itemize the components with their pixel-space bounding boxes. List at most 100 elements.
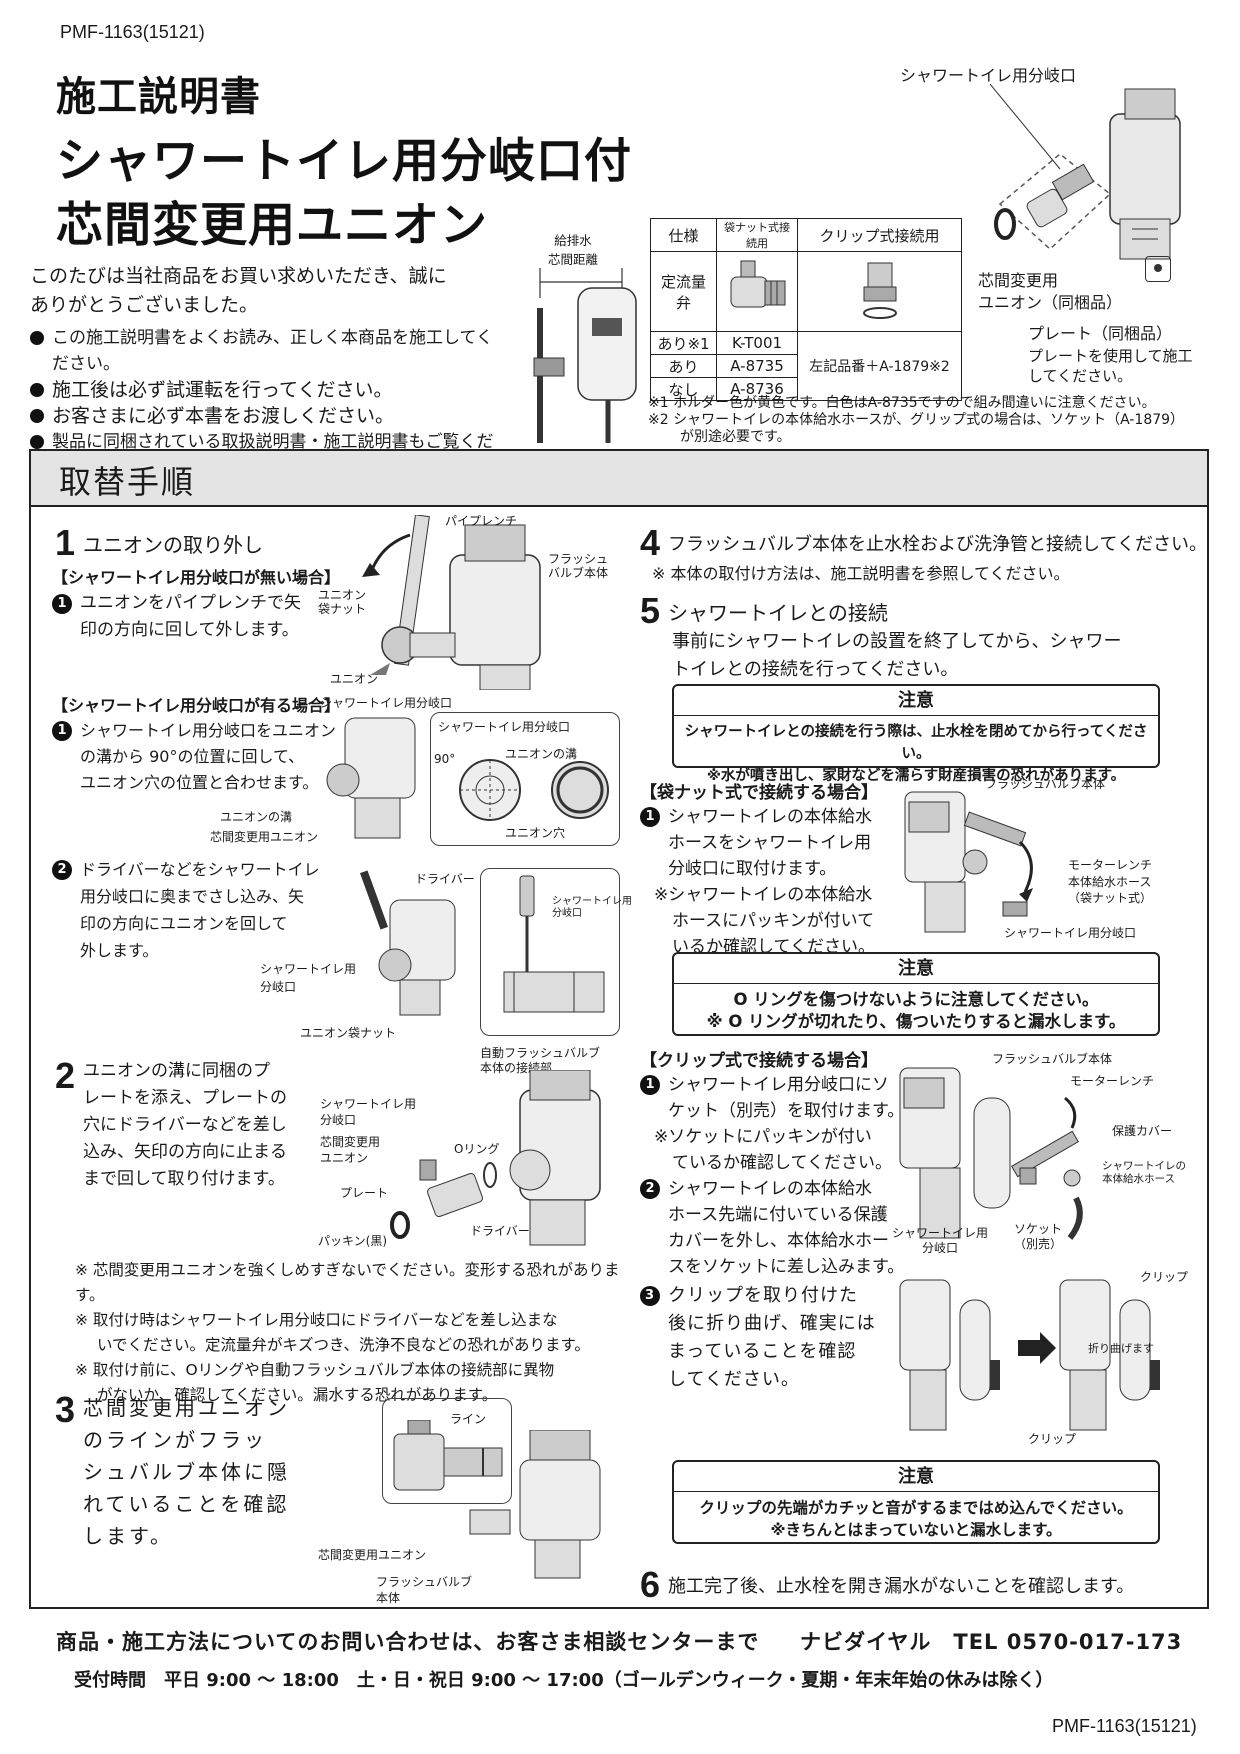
procedure-header: 取替手順 [31,451,1207,507]
nut-part-image [716,251,798,332]
label-driver: ドライバー [415,872,475,886]
circled-2-icon: 2 [640,1179,660,1199]
label-union-hole: ユニオン穴 [505,826,566,840]
intro-text: このたびは当社商品をお買い求めいただき、誠に ありがとうございました。 [30,265,447,316]
step3-block: 3 芯間変更用ユニオン のラインがフラッ シュバルブ本体に隠 れていることを確認… [55,1392,290,1552]
step4-heading: 4 フラッシュバルブ本体を止水栓および洗浄管と接続してください。 [640,522,1207,564]
label-union-step2: 芯間変更用 ユニオン [320,1135,381,1165]
step2-notes: ※ 芯間変更用ユニオンを強くしめすぎないでください。変形する恐れがあります。 ※… [75,1261,620,1404]
step5-number: 5 [640,590,661,631]
step5-intro: 事前にシャワートイレの設置を終了してから、シャワー トイレとの接続を行ってくださ… [672,631,1122,680]
circled-3-icon: 3 [640,1286,660,1306]
label-oring: Oリング [454,1142,500,1156]
case-yes-step-1: 1 シャワートイレ用分岐口をユニオンの溝から 90°の位置に回して、ユニオン穴の… [52,718,336,796]
case-yes-step-2: 2 ドライバーなどをシャワートイレ用分岐口に奥までさし込み、矢印の方向にユニオン… [52,856,320,964]
label-line: ライン [450,1412,487,1426]
step2-text: ユニオンの溝に同梱のプ レートを添え、プレートの 穴にドライバーなどを差し 込み… [83,1061,288,1189]
part-k-t001: K-T001 [716,331,798,355]
plate-icon [1145,256,1171,282]
step6-heading: 6 施工完了後、止水栓を開き漏水がないことを確認します。 [640,1564,1134,1606]
clip-header: クリップ式接続用 [797,218,962,252]
document-code-bottom: PMF-1163(15121) [1052,1716,1197,1736]
step1-outlet-drawing [326,717,416,839]
bullet-dot-icon [30,435,44,449]
clip-part-value: 左記品番＋A-1879※2 [797,331,962,401]
footer-navi-dial: ナビダイヤル TEL 0570-017-173 [800,1630,1183,1654]
nut-case-step-1: 1 シャワートイレの本体給水ホースをシャワートイレ用分岐口に取付けます。 [640,804,872,882]
bullet-2: 施工後は必ず試運転を行ってください。 [30,377,500,403]
title-line-1: 施工説明書 [56,74,261,120]
label-clip-socket: ソケット （別売） [1014,1222,1063,1251]
nut-case-note: ※シャワートイレの本体給水 ホースにパッキンが付いて いるか確認してください。 [654,885,875,957]
caution-title-2: 注意 [674,954,1158,984]
label-nut-wrench: モーターレンチ [1068,858,1153,872]
label-clip-wrench: モーターレンチ [1070,1074,1155,1088]
top-union-exploded-drawing [989,84,1181,260]
label-packing: パッキン(黒) [318,1234,388,1248]
valve-row-1: あり※1 [650,331,717,355]
valve-label: 定流量弁 [650,251,717,332]
valve-row-3: なし [650,377,717,401]
bullet-dot-icon [30,331,44,345]
label-clip-b: クリップ [1028,1432,1077,1446]
footnotes: ※1 ホルダー色が黄色です。白色はA-8735ですので組み間違いに注意ください。… [648,395,1185,445]
procedure-frame: 取替手順 [29,449,1209,1609]
union-groove-detail-drawing [459,759,609,821]
step1-driver-drawing [359,870,456,1016]
circled-1-icon: 1 [52,594,72,614]
label-outlet-step2: シャワートイレ用 分岐口 [320,1097,417,1127]
valve-row-2: あり [650,354,717,378]
part-a-8736: A-8736 [716,377,798,401]
step4-note: ※ 本体の取付け方法は、施工説明書を参照してください。 [652,564,1070,583]
clip-case-step-2: 2 シャワートイレの本体給水ホース先端に付いている保護カバーを外し、本体給水ホー… [640,1176,904,1280]
clip-fold-drawing [899,1279,1160,1431]
label-90-deg: 90° [434,752,456,766]
step3-number: 3 [55,1389,76,1430]
title-line-3: 芯間変更用ユニオン [56,198,488,253]
top-plate-label: プレート（同梱品） [1028,324,1173,343]
bullet-dot-icon [30,409,44,423]
caution-box-3: 注意 クリップの先端がカチッと音がするまではめ込んでください。 ※きちんとはまっ… [672,1460,1160,1544]
label-nut-flush: フラッシュバルブ本体 [985,777,1106,791]
caution-body-1: シャワートイレとの接続を行う際は、止水栓を閉めてから行ってください。 ※水が噴き… [684,724,1148,784]
label-union-groove: ユニオンの溝 [220,810,293,824]
step1-pipe-wrench-drawing [362,515,541,690]
caution-box-2: 注意 O リングを傷つけないように注意してください。 ※ O リングが切れたり、… [672,952,1160,1036]
caution-body-3: クリップの先端がカチッと音がするまではめ込んでください。 ※きちんとはまっていな… [699,1499,1133,1539]
label-clip-outlet: シャワートイレ用 分岐口 [892,1226,989,1255]
label-clip-cover: 保護カバー [1112,1124,1173,1138]
footer-contact: 商品・施工方法についてのお問い合わせは、お客さま相談センターまで [56,1630,760,1654]
label-outlet-3: シャワートイレ用 分岐口 [260,962,357,994]
label-outlet-4: シャワートイレ用 分岐口 [552,896,632,919]
step4-title: フラッシュバルブ本体を止水栓および洗浄管と接続してください。 [668,534,1207,555]
step1-number: 1 [55,522,76,563]
bullet-3: お客さまに必ず本書をお渡しください。 [30,403,500,429]
step4-number: 4 [640,522,661,563]
nut-case-title: 【袋ナット式で接続する場合】 [640,783,878,803]
footer-hours: 受付時間 平日 9:00 ～ 18:00 土・日・祝日 9:00 ～ 17:00… [74,1670,1054,1691]
step3-detail-box [382,1398,512,1504]
label-union-change: 芯間変更用ユニオン [210,830,319,844]
label-union-nut-2: ユニオン袋ナット [300,1026,397,1040]
circled-1-icon: 1 [52,721,72,741]
label-union-groove-2: ユニオンの溝 [505,747,578,761]
clip-case-note: ※ソケットにパッキンが付い ているか確認してください。 [654,1127,892,1173]
spec-table: 仕様 袋ナット式接続用 クリップ式接続用 定流量弁 あり※1 K-T001 左記… [650,218,962,401]
label-plate: プレート [340,1186,389,1200]
label-flush-valve-1: フラッシュ バルブ本体 [548,552,609,580]
label-pipe-wrench: パイプレンチ [445,514,518,528]
nut-case-connection-drawing [904,791,1033,933]
label-clip-a: クリップ [1140,1270,1189,1284]
circled-1-icon: 1 [640,1075,660,1095]
caution-title-1: 注意 [674,686,1158,716]
socket-part-drawing [862,262,897,319]
dimension-label: 給排水 芯間距離 [548,233,599,267]
label-union-nut: ユニオン 袋ナット [318,588,367,616]
bullet-1: この施工説明書をよくお読み、正しく本商品を施工してください。 [30,325,500,377]
step2-assembly-drawing [390,1070,601,1246]
clip-case-step-1: 1 シャワートイレ用分岐口にソケット（別売）を取付けます。 [640,1072,904,1124]
label-clip-hose: シャワートイレの 本体給水ホース [1102,1160,1186,1185]
spec-header: 仕様 [650,218,717,252]
step6-number: 6 [640,1564,661,1605]
case-no-step-1: 1 ユニオンをパイプレンチで矢印の方向に回して外します。 [52,590,301,644]
